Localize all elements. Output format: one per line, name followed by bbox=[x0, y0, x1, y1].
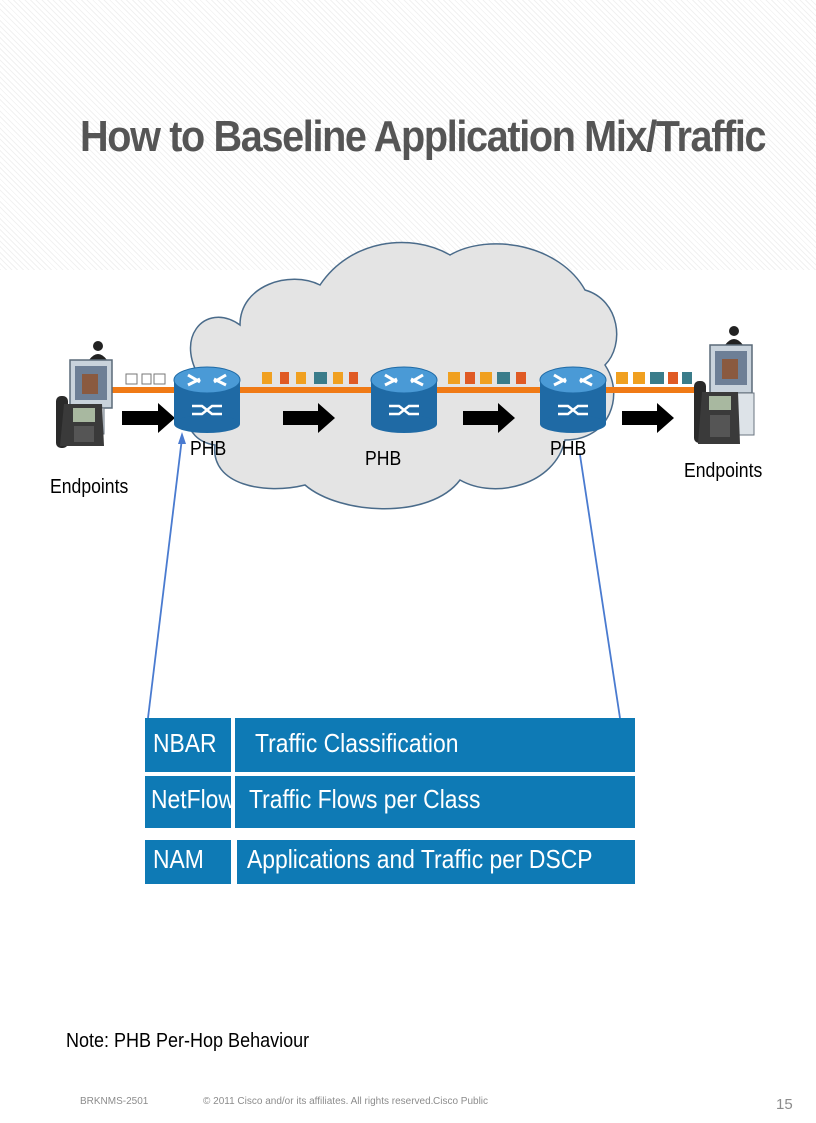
callout-line-left bbox=[147, 437, 183, 719]
table-cell-desc: Traffic Flows per Class bbox=[235, 776, 635, 828]
packet-icon bbox=[448, 372, 526, 384]
table-cell-tool: NAM bbox=[145, 840, 231, 884]
tools-table: NBAR Traffic Classification NetFlow Traf… bbox=[145, 718, 635, 884]
table-cell-desc: Applications and Traffic per DSCP bbox=[237, 840, 635, 884]
callout-arrowhead bbox=[178, 432, 186, 444]
router-icon bbox=[539, 366, 607, 433]
footer-classification: Cisco Public bbox=[433, 1096, 489, 1107]
left-endpoint bbox=[56, 341, 113, 448]
packet-icon bbox=[262, 372, 358, 384]
person-icon bbox=[89, 341, 107, 360]
ip-phone-icon bbox=[694, 381, 740, 444]
router-icon bbox=[370, 366, 438, 433]
callout-line-right bbox=[579, 454, 621, 719]
slide-title: How to Baseline Application Mix/Traffic bbox=[80, 112, 767, 161]
table-cell-tool: NBAR bbox=[145, 718, 231, 772]
footnote: Note: PHB Per-Hop Behaviour bbox=[66, 1030, 310, 1052]
footer-copyright: © 2011 Cisco and/or its affiliates. All … bbox=[203, 1096, 434, 1107]
endpoints-label-right: Endpoints bbox=[684, 460, 763, 482]
router-icon bbox=[173, 366, 241, 433]
router-label-2: PHB bbox=[365, 448, 402, 470]
arrow-icon bbox=[122, 403, 674, 433]
ip-phone-icon bbox=[56, 396, 104, 448]
router-label-3: PHB bbox=[550, 438, 587, 460]
table-cell-desc: Traffic Classification bbox=[235, 718, 635, 772]
footer-code: BRKNMS-2501 bbox=[80, 1096, 149, 1107]
header-background bbox=[0, 0, 816, 270]
router-label-1: PHB bbox=[190, 438, 227, 460]
right-endpoint bbox=[694, 326, 755, 444]
person-icon bbox=[725, 326, 743, 345]
packet-icon bbox=[125, 373, 166, 385]
page-number: 15 bbox=[776, 1096, 793, 1113]
table-cell-tool: NetFlow bbox=[145, 776, 231, 828]
packet-icon bbox=[616, 372, 692, 384]
endpoints-label-left: Endpoints bbox=[50, 476, 129, 498]
